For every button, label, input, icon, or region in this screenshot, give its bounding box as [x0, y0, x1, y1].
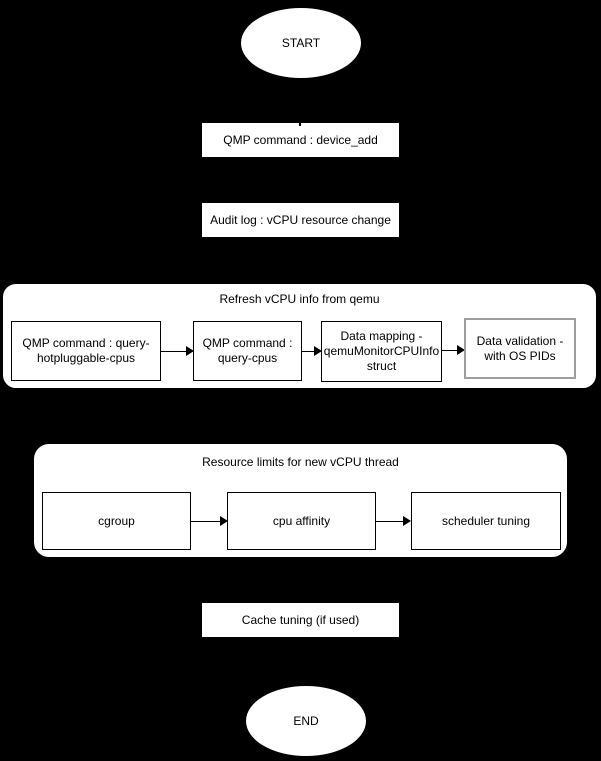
end-terminal-node: END [245, 685, 367, 757]
group-resource-limits: Resource limits for new vCPU thread cgro… [33, 443, 568, 558]
step-scheduler-tuning-label: scheduler tuning [441, 513, 531, 528]
step-query-hotpluggable-cpus-label: QMP command : query-hotpluggable-cpus [22, 336, 150, 365]
step-data-mapping: Data mapping - qemuMonitorCPUInfo struct [321, 321, 442, 382]
step-cpu-affinity: cpu affinity [227, 492, 376, 550]
node-audit-log: Audit log : vCPU resource change [201, 202, 400, 238]
step-query-cpus: QMP command : query-cpus [193, 321, 302, 381]
group-refresh-title: Refresh vCPU info from qemu [219, 292, 380, 306]
step-cgroup-label: cgroup [98, 513, 135, 528]
step-scheduler-tuning: scheduler tuning [411, 492, 561, 550]
step-cpu-affinity-label: cpu affinity [272, 513, 331, 528]
connector-arrow [161, 346, 194, 356]
node-cache-tuning: Cache tuning (if used) [201, 602, 400, 638]
start-label: START [281, 36, 321, 50]
connector-arrow [302, 346, 322, 356]
connector-arrow [376, 516, 411, 526]
step-cgroup: cgroup [42, 492, 191, 550]
end-label: END [293, 714, 319, 728]
node-qmp-device-add-label: QMP command : device_add [223, 132, 378, 147]
step-query-hotpluggable-cpus: QMP command : query-hotpluggable-cpus [11, 321, 161, 381]
group-limits-title: Resource limits for new vCPU thread [202, 455, 399, 469]
step-data-mapping-label: Data mapping - qemuMonitorCPUInfo struct [323, 329, 440, 373]
connector-arrowhead-remnant [299, 122, 301, 126]
group-refresh-vcpu-info: Refresh vCPU info from qemu QMP command … [2, 283, 597, 389]
node-cache-tuning-label: Cache tuning (if used) [241, 612, 360, 627]
step-query-cpus-label: QMP command : query-cpus [202, 336, 293, 365]
start-terminal-node: START [240, 7, 362, 79]
node-qmp-device-add: QMP command : device_add [201, 122, 400, 158]
node-audit-log-label: Audit log : vCPU resource change [210, 212, 391, 227]
step-data-validation-label: Data validation - with OS PIDs [476, 333, 564, 363]
connector-arrow [442, 345, 465, 355]
connector-arrow [191, 516, 228, 526]
step-data-validation: Data validation - with OS PIDs [464, 318, 576, 379]
